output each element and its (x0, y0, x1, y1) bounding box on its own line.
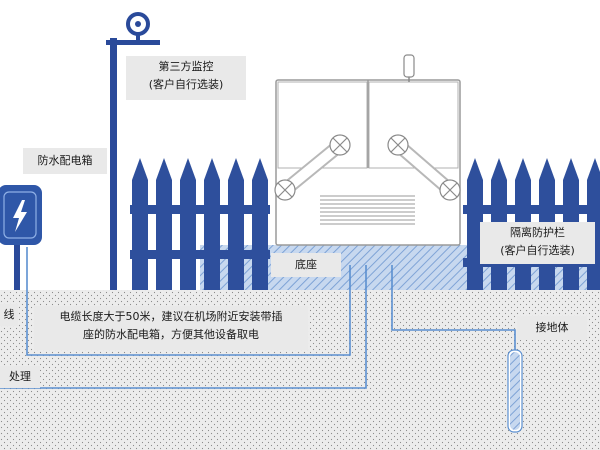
cable-ground (391, 265, 516, 350)
label-ground: 接地体 (517, 316, 587, 340)
label-left-top-fragment: 线 (0, 304, 18, 326)
label-monitor-line1: 第三方监控 (158, 60, 214, 73)
label-ground-text: 接地体 (535, 321, 569, 334)
fence-left (130, 158, 270, 290)
label-left-bottom-fragment: 处理 (0, 366, 40, 388)
label-fence: 隔离防护栏 (客户自行选装) (480, 222, 595, 264)
label-power-box: 防水配电箱 (23, 148, 107, 174)
monitor-pole (106, 12, 160, 290)
label-cable-note-line2: 座的防水配电箱，方便其他设备取电 (83, 328, 259, 341)
power-box (0, 185, 42, 290)
arm-right (387, 134, 461, 201)
label-cable-note: 电缆长度大于50米，建议在机场附近安装带插 座的防水配电箱，方便其他设备取电 (34, 306, 308, 350)
antenna-icon (403, 54, 415, 82)
cables (0, 247, 516, 389)
label-left-top-fragment-text: 线 (3, 308, 15, 321)
arm-left (274, 134, 351, 201)
label-monitor-line2: (客户自行选装) (148, 78, 224, 91)
label-base-text: 底座 (295, 258, 317, 271)
ground-rod (507, 349, 523, 433)
cable-power-box (26, 247, 351, 356)
label-cable-note-line1: 电缆长度大于50米，建议在机场附近安装带插 (59, 310, 283, 323)
label-left-bottom-fragment-text: 处理 (9, 370, 31, 383)
vent-icon (320, 195, 415, 225)
label-monitor: 第三方监控 (客户自行选装) (126, 56, 246, 100)
label-fence-line1: 隔离防护栏 (510, 226, 565, 239)
label-power-box-text: 防水配电箱 (37, 154, 93, 167)
label-base: 底座 (271, 253, 341, 277)
hangar-machine (274, 54, 461, 246)
label-fence-line2: (客户自行选装) (500, 244, 575, 257)
cable-hangar-long (0, 265, 367, 389)
camera-icon (126, 12, 150, 41)
lightning-icon (13, 200, 27, 232)
